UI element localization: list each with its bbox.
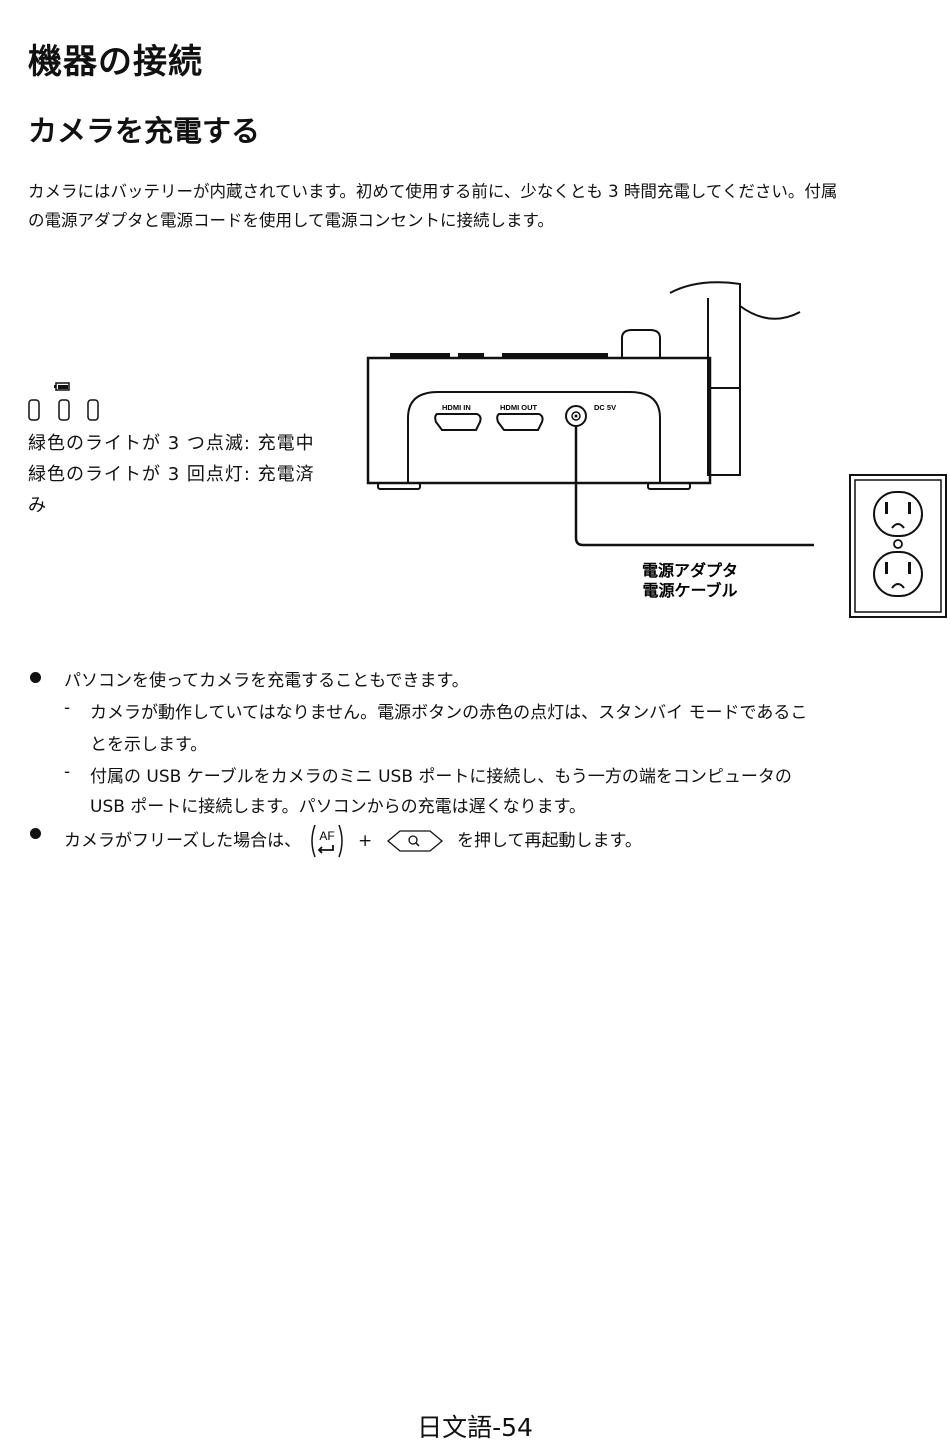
section-title: カメラを充電する [28,114,261,148]
battery-icon [54,382,70,391]
intro-paragraph: カメラにはバッテリーが内蔵されています。初めて使用する前に、少なくとも 3 時間… [28,177,948,235]
led-caption-line-1: 緑色のライトが 3 つ点滅: 充電中 [28,433,315,454]
power-knob [621,329,661,358]
led-caption-line-3: み [28,495,47,516]
hdmi-out-port [496,413,544,431]
list-item: パソコンを使ってカメラを充電することもできます。 [28,666,469,691]
led-2-icon [58,399,70,421]
device-body [366,356,712,485]
power-cable [574,426,814,547]
bullet-dot-icon [30,672,41,683]
led-3-icon [87,399,99,421]
list-item: - カメラが動作していてはなりません。電源ボタンの赤色の点灯は、スタンバイ モー… [64,698,808,723]
port-label-dc: DC 5V [594,403,616,412]
list-item: - 付属の USB ケーブルをカメラのミニ USB ポートに接続し、もう一方の端… [64,762,792,787]
list-item-continuation: とを示します。 [90,735,208,755]
port-panel [407,391,661,483]
cable-label: 電源ケーブル [642,581,737,600]
device-top-ridge [390,353,450,358]
wall-outlet-icon [849,474,947,618]
connection-diagram: HDMI IN HDMI OUT DC 5V 電源アダプタ 電源ケーブル [366,281,947,618]
page-footer: 日文語-54 [417,1413,533,1442]
led-caption-line-2: 緑色のライトが 3 回点灯: 充電済 [28,464,315,485]
adapter-label: 電源アダプタ [642,561,738,580]
bullet-dot-icon [30,828,41,839]
hdmi-in-port [434,413,482,431]
led-caption: 緑色のライトが 3 つ点滅: 充電中 緑色のライトが 3 回点灯: 充電済 み [28,428,348,521]
intro-line-2: の電源アダプタと電源コードを使用して電源コンセントに接続します。 [28,211,554,230]
intro-line-1: カメラにはバッテリーが内蔵されています。初めて使用する前に、少なくとも 3 時間… [28,182,838,201]
list-item: カメラがフリーズした場合は、 AF + を押して再起動します。 [28,822,642,860]
port-label-hdmi-in: HDMI IN [442,403,471,412]
led-1-icon [28,399,40,421]
page-title: 機器の接続 [28,42,203,82]
led-indicator-icons [28,382,99,421]
camera-arm [669,281,741,476]
list-item-continuation: USB ポートに接続します。パソコンからの充電は遅くなります。 [90,797,586,817]
zoom-key-icon [386,830,443,852]
svg-text:AF: AF [319,829,334,843]
port-label-hdmi-out: HDMI OUT [500,403,537,412]
af-key-icon: AF [310,824,343,858]
